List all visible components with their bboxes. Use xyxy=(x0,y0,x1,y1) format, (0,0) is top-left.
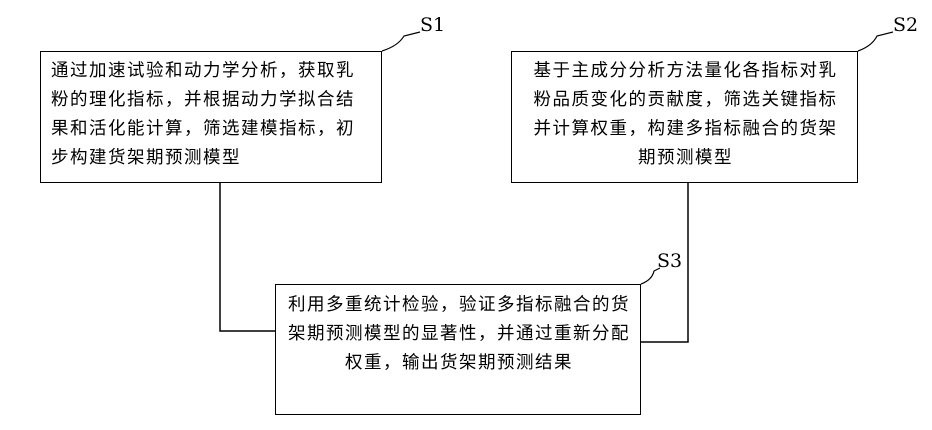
leader-s1 xyxy=(382,32,420,51)
step-label-s2: S2 xyxy=(893,14,918,36)
step-text-s3: 利用多重统计检验，验证多指标融合的货架期预测模型的显著性，并通过重新分配权重，输… xyxy=(288,291,630,378)
step-box-s1: 通过加速试验和动力学分析，获取乳粉的理化指标，并根据动力学拟合结果和活化能计算，… xyxy=(40,51,382,183)
step-text-s2: 基于主成分分析方法量化各指标对乳粉品质变化的贡献度，筛选关键指标并计算权重，构建… xyxy=(526,57,845,173)
leader-s2 xyxy=(858,32,893,51)
connector-s1-to-s3 xyxy=(220,183,275,331)
step-text-s1: 通过加速试验和动力学分析，获取乳粉的理化指标，并根据动力学拟合结果和活化能计算，… xyxy=(51,57,373,173)
step-label-s3: S3 xyxy=(657,250,682,272)
step-box-s3: 利用多重统计检验，验证多指标融合的货架期预测模型的显著性，并通过重新分配权重，输… xyxy=(275,284,641,415)
step-box-s2: 基于主成分分析方法量化各指标对乳粉品质变化的贡献度，筛选关键指标并计算权重，构建… xyxy=(511,51,858,183)
step-label-s1: S1 xyxy=(420,14,445,36)
